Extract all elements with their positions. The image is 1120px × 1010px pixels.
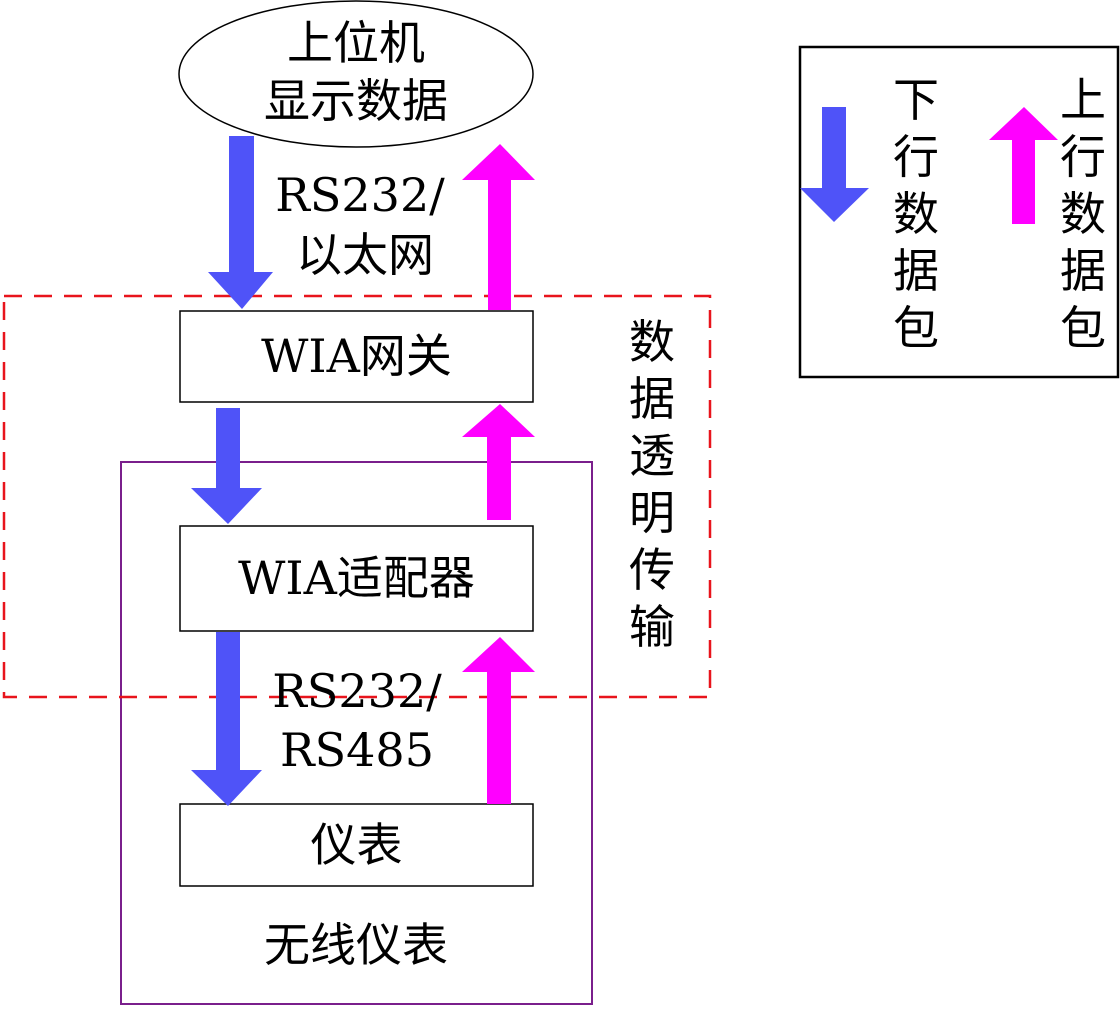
transparent-label-char: 数 [629, 315, 675, 369]
host-label-line2: 显示数据 [264, 74, 448, 128]
legend-uplink-char: 上 [1060, 73, 1106, 127]
legend-uplink-char: 数 [1060, 187, 1106, 241]
wireless-region-border [120, 461, 593, 1005]
legend-downlink-char: 包 [893, 301, 939, 355]
legend-downlink-label: 下 行 数 据 包 [888, 72, 944, 357]
legend-uplink-char: 据 [1060, 244, 1106, 298]
downlink-arrow-middle [191, 408, 262, 524]
transparent-label-char: 透 [629, 429, 675, 483]
downlink-arrow-top [208, 136, 273, 309]
transparent-label-char: 传 [629, 543, 675, 597]
transparent-label-char: 明 [629, 486, 675, 540]
legend-uplink-char: 包 [1060, 301, 1106, 355]
bottom-link-label-line2: RS485 [280, 723, 434, 777]
uplink-arrow-bottom [462, 637, 535, 804]
top-link-label-line2: 以太网 [296, 228, 434, 282]
legend-uplink-label: 上 行 数 据 包 [1055, 72, 1111, 357]
legend-frame [798, 45, 1120, 379]
legend-uplink-arrow [989, 107, 1058, 224]
adapter-label: WIA适配器 [238, 551, 475, 605]
bottom-link-label-line1: RS232/ [272, 664, 442, 718]
legend-downlink-char: 据 [893, 244, 939, 298]
top-link-label-line1: RS232/ [275, 168, 445, 222]
adapter-box [179, 525, 534, 632]
transparent-label-char: 输 [629, 600, 675, 654]
uplink-arrow-middle [462, 404, 535, 520]
uplink-arrow-top [462, 144, 535, 310]
gateway-box [179, 310, 534, 403]
legend-downlink-char: 数 [893, 187, 939, 241]
instrument-label: 仪表 [310, 818, 403, 872]
instrument-box [179, 803, 534, 887]
legend-downlink-char: 行 [893, 130, 939, 184]
transparent-label-char: 据 [629, 372, 675, 426]
legend-downlink-char: 下 [893, 73, 939, 127]
host-ellipse [178, 0, 534, 148]
host-label-line1: 上位机 [287, 16, 425, 70]
transparent-region-border [2, 294, 712, 699]
downlink-arrow-bottom [191, 632, 262, 806]
gateway-label: WIA网关 [261, 329, 452, 383]
wireless-region-label: 无线仪表 [264, 918, 448, 972]
legend-uplink-char: 行 [1060, 130, 1106, 184]
legend-downlink-arrow [800, 107, 869, 222]
transparent-region-label: 数 据 透 明 传 输 [624, 314, 680, 656]
